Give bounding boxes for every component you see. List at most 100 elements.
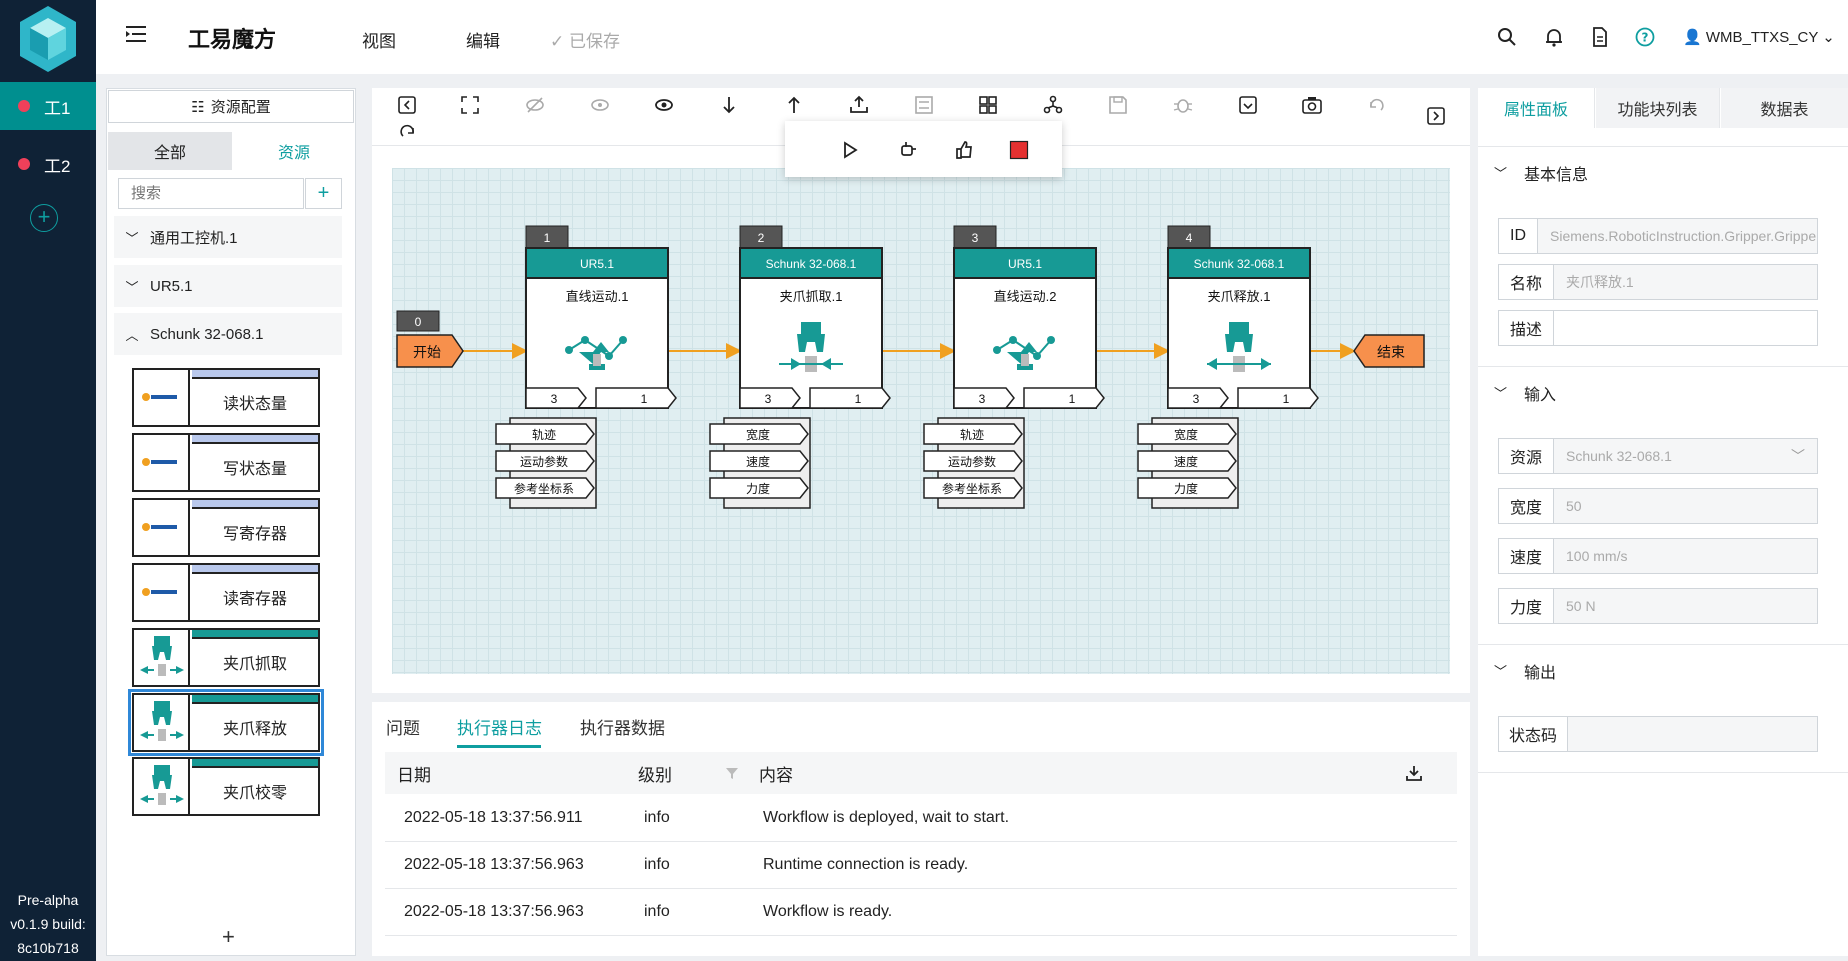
redo-icon[interactable] — [1366, 94, 1388, 116]
filter-icon[interactable] — [725, 766, 739, 780]
end-node[interactable]: 结束 — [1353, 334, 1425, 368]
tab-function-blocks[interactable]: 功能块列表 — [1596, 88, 1720, 128]
eye-icon[interactable] — [653, 94, 675, 116]
collapse-right-icon[interactable] — [1425, 105, 1447, 127]
resource-config-button[interactable]: ☷ 资源配置 — [108, 90, 354, 123]
resource-group[interactable]: ︿ Schunk 32-068.1 — [114, 313, 342, 355]
tab-properties[interactable]: 属性面板 — [1478, 88, 1595, 128]
param-port[interactable] — [495, 450, 595, 472]
table-row[interactable]: 2022-05-18 13:37:56.963 info Runtime con… — [385, 842, 1457, 889]
column-content[interactable]: 内容 — [759, 765, 793, 785]
column-date[interactable]: 日期 — [397, 765, 431, 785]
function-block-card[interactable]: 读状态量 — [132, 368, 320, 427]
debug-icon[interactable] — [1172, 94, 1194, 116]
table-row[interactable]: 2022-05-18 13:37:56.911 info Workflow is… — [385, 795, 1457, 842]
preview-icon[interactable] — [589, 94, 611, 116]
function-block-card[interactable]: 读寄存器 — [132, 563, 320, 622]
param-port[interactable] — [495, 477, 595, 499]
arrow-down-icon[interactable] — [718, 94, 740, 116]
stop-icon[interactable] — [1008, 139, 1030, 161]
param-port[interactable] — [709, 450, 809, 472]
width-input[interactable]: 50 — [1554, 488, 1818, 524]
network-icon[interactable] — [1042, 94, 1064, 116]
version-line: 8c10b718 — [17, 940, 79, 956]
user-menu[interactable]: 👤 WMB_TTXS_CY ⌄ — [1683, 28, 1835, 46]
tab-problems[interactable]: 问题 — [386, 719, 420, 738]
play-icon[interactable] — [839, 139, 861, 161]
status-code-input[interactable] — [1568, 716, 1818, 752]
log-date: 2022-05-18 13:37:56.963 — [404, 856, 584, 873]
column-level[interactable]: 级别 — [638, 765, 672, 785]
menu-collapse-icon[interactable] — [126, 25, 146, 43]
search-icon[interactable] — [1496, 26, 1518, 48]
arrow-up-icon[interactable] — [783, 94, 805, 116]
tab-data-table[interactable]: 数据表 — [1721, 88, 1848, 128]
workspace-tab-1[interactable]: 工1 — [0, 82, 96, 130]
force-input[interactable]: 50 N — [1554, 588, 1818, 624]
camera-icon[interactable] — [1301, 94, 1323, 116]
param-port[interactable] — [923, 423, 1023, 445]
speed-input[interactable]: 100 mm/s — [1554, 538, 1818, 574]
section-output[interactable]: ﹀ 输出 — [1478, 644, 1848, 696]
help-icon[interactable]: ? — [1634, 26, 1656, 48]
add-resource-button[interactable]: + — [305, 178, 342, 209]
undo-icon[interactable] — [396, 120, 418, 142]
search-input[interactable] — [118, 178, 304, 209]
tab-all[interactable]: 全部 — [108, 132, 232, 170]
bell-icon[interactable] — [1543, 26, 1565, 48]
download-icon[interactable] — [1405, 764, 1423, 782]
tab-executor-log[interactable]: 执行器日志 — [457, 719, 542, 738]
resource-group[interactable]: ﹀ UR5.1 — [114, 265, 342, 307]
name-input[interactable]: 夹爪释放.1 — [1554, 264, 1818, 300]
menu-edit[interactable]: 编辑 — [466, 32, 500, 51]
tab-resources[interactable]: 资源 — [277, 145, 310, 162]
step-hand-icon[interactable] — [897, 139, 919, 161]
id-input[interactable]: Siemens.RoboticInstruction.Gripper.Gripp… — [1538, 218, 1818, 254]
param-port[interactable] — [1137, 450, 1237, 472]
param-port[interactable] — [709, 477, 809, 499]
add-button[interactable]: + — [222, 924, 235, 949]
param-port[interactable] — [1137, 423, 1237, 445]
collapse-left-icon[interactable] — [396, 94, 418, 116]
param-port[interactable] — [923, 450, 1023, 472]
upload-icon[interactable] — [848, 94, 870, 116]
function-block-card[interactable]: 夹爪抓取 — [132, 628, 320, 687]
resource-select[interactable]: Schunk 32-068.1 ﹀ — [1554, 438, 1818, 474]
menu-view[interactable]: 视图 — [362, 32, 396, 51]
fullscreen-icon[interactable] — [459, 94, 481, 116]
function-block-card[interactable]: 夹爪校零 — [132, 757, 320, 816]
settings-panel-icon[interactable] — [913, 94, 935, 116]
modbus-logo-icon — [142, 523, 177, 531]
section-input[interactable]: ﹀ 输入 — [1478, 366, 1848, 418]
layout-grid-icon[interactable] — [977, 94, 999, 116]
node-name: 夹爪释放.1 — [1208, 289, 1271, 304]
tab-executor-data[interactable]: 执行器数据 — [580, 719, 665, 738]
hide-icon[interactable] — [524, 94, 546, 116]
param-port[interactable] — [1137, 477, 1237, 499]
start-node[interactable]: 0开始 — [396, 310, 464, 368]
param-port[interactable] — [495, 423, 595, 445]
card-icon — [134, 435, 190, 490]
section-basic-info[interactable]: ﹀ 基本信息 — [1478, 146, 1848, 198]
thumb-up-icon[interactable] — [953, 139, 975, 161]
width-field: 宽度 50 — [1498, 488, 1818, 524]
add-workspace-button[interactable]: + — [30, 204, 58, 232]
function-block-card[interactable]: 写寄存器 — [132, 498, 320, 557]
param-port[interactable] — [923, 477, 1023, 499]
function-block-card[interactable]: 写状态量 — [132, 433, 320, 492]
user-icon: 👤 — [1683, 29, 1702, 46]
param-port[interactable] — [709, 423, 809, 445]
resource-group[interactable]: ﹀ 通用工控机.1 — [114, 216, 342, 258]
save-icon[interactable] — [1107, 94, 1129, 116]
workspace-tab-2[interactable]: 工2 — [0, 140, 96, 188]
function-block-card[interactable]: 夹爪释放 — [128, 689, 324, 756]
description-input[interactable] — [1554, 310, 1818, 346]
table-row[interactable]: 2022-05-18 13:37:56.963 info Workflow is… — [385, 889, 1457, 936]
check-box-icon[interactable] — [1237, 94, 1259, 116]
document-icon[interactable] — [1589, 26, 1611, 48]
